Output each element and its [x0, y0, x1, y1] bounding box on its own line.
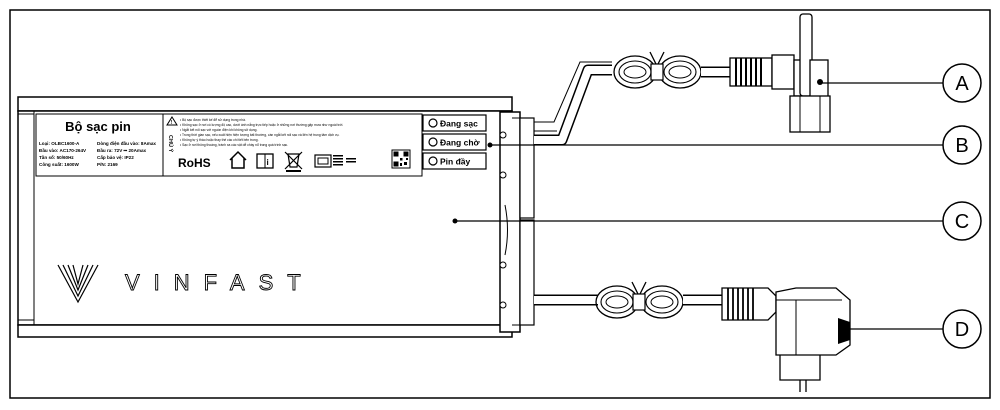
- weee-bin-icon: [284, 151, 303, 172]
- warning-line-5: • Sạc ở nơi thông thoáng, tránh xa các v…: [180, 142, 288, 147]
- callout-a-label: A: [955, 73, 969, 95]
- brand-wordmark: VINFAST: [125, 270, 315, 295]
- spec-right-0: Dòng điện đầu vào: 8Amax: [97, 141, 156, 146]
- qr-code-icon: [391, 149, 411, 169]
- dc-plug: [729, 13, 831, 133]
- spec-left-0: Loại: OLBC1600-A: [39, 141, 80, 146]
- callout-c: C: [942, 201, 982, 241]
- ac-cable: [534, 281, 722, 319]
- read-manual-icon: i: [256, 153, 274, 169]
- callout-d-label: D: [955, 319, 969, 341]
- callout-d: D: [942, 309, 982, 349]
- charger-title: Bộ sạc pin: [65, 119, 131, 134]
- spec-left-1: Đầu vào: AC170-264V: [39, 148, 87, 153]
- ac-cable-coil: [595, 281, 684, 319]
- callout-c-label: C: [955, 211, 969, 233]
- callout-lines: [452, 82, 943, 330]
- full-led-icon: [428, 156, 438, 166]
- ac-plug: [721, 287, 851, 392]
- warning-line-4: • Không tự ý tháo hoặc thay thế các chi …: [180, 138, 259, 142]
- callout-a: A: [942, 63, 982, 103]
- charging-led-icon: [428, 118, 438, 128]
- callout-b-label: B: [955, 135, 968, 157]
- status-light-panel: Đang sạc Đang chờ Pin đầy: [422, 114, 487, 170]
- label-plate: Bộ sạc pin Loại: OLBC1600-A Đầu vào: AC1…: [35, 113, 423, 177]
- status-charging: Đang sạc: [440, 119, 478, 129]
- warning-line-3: • Trong thời gian sạc, nếu xuất hiện hiệ…: [180, 132, 339, 137]
- warning-triangle-icon: [166, 116, 178, 126]
- rohs-mark: RoHS: [178, 156, 211, 170]
- warning-line-2: • Ngắt kết nối sạc với nguồn điện khi kh…: [180, 127, 257, 132]
- spec-left-2: Tần số: 50/60Hz: [39, 154, 74, 160]
- status-full: Pin đầy: [440, 157, 471, 167]
- certification-mark-icon: [314, 154, 356, 168]
- status-standby: Đang chờ: [440, 138, 481, 148]
- warning-label: CHÚ Ý: [167, 135, 174, 152]
- svg-text:i: i: [267, 158, 269, 167]
- spec-right-2: Cấp bảo vệ: IP22: [97, 154, 134, 160]
- indoor-use-icon: [229, 150, 247, 169]
- spec-right-1: Đầu ra: 72V ⎓ 20Amax: [97, 148, 147, 153]
- warning-line-1: • Không sạc ở nơi có lượng độ cao, dưới …: [180, 122, 343, 127]
- spec-right-3: P/N: 2169: [97, 162, 118, 167]
- svg-text:!: !: [171, 120, 173, 126]
- spec-left-3: Công suất: 1600W: [39, 161, 79, 167]
- dc-cable: [534, 51, 730, 146]
- callout-b: B: [942, 125, 982, 165]
- standby-led-icon: [428, 137, 438, 147]
- vinfast-logo: VINFAST: [57, 264, 315, 304]
- warning-line-0: • Bộ sạc được thiết kế để sử dụng trong …: [180, 118, 246, 122]
